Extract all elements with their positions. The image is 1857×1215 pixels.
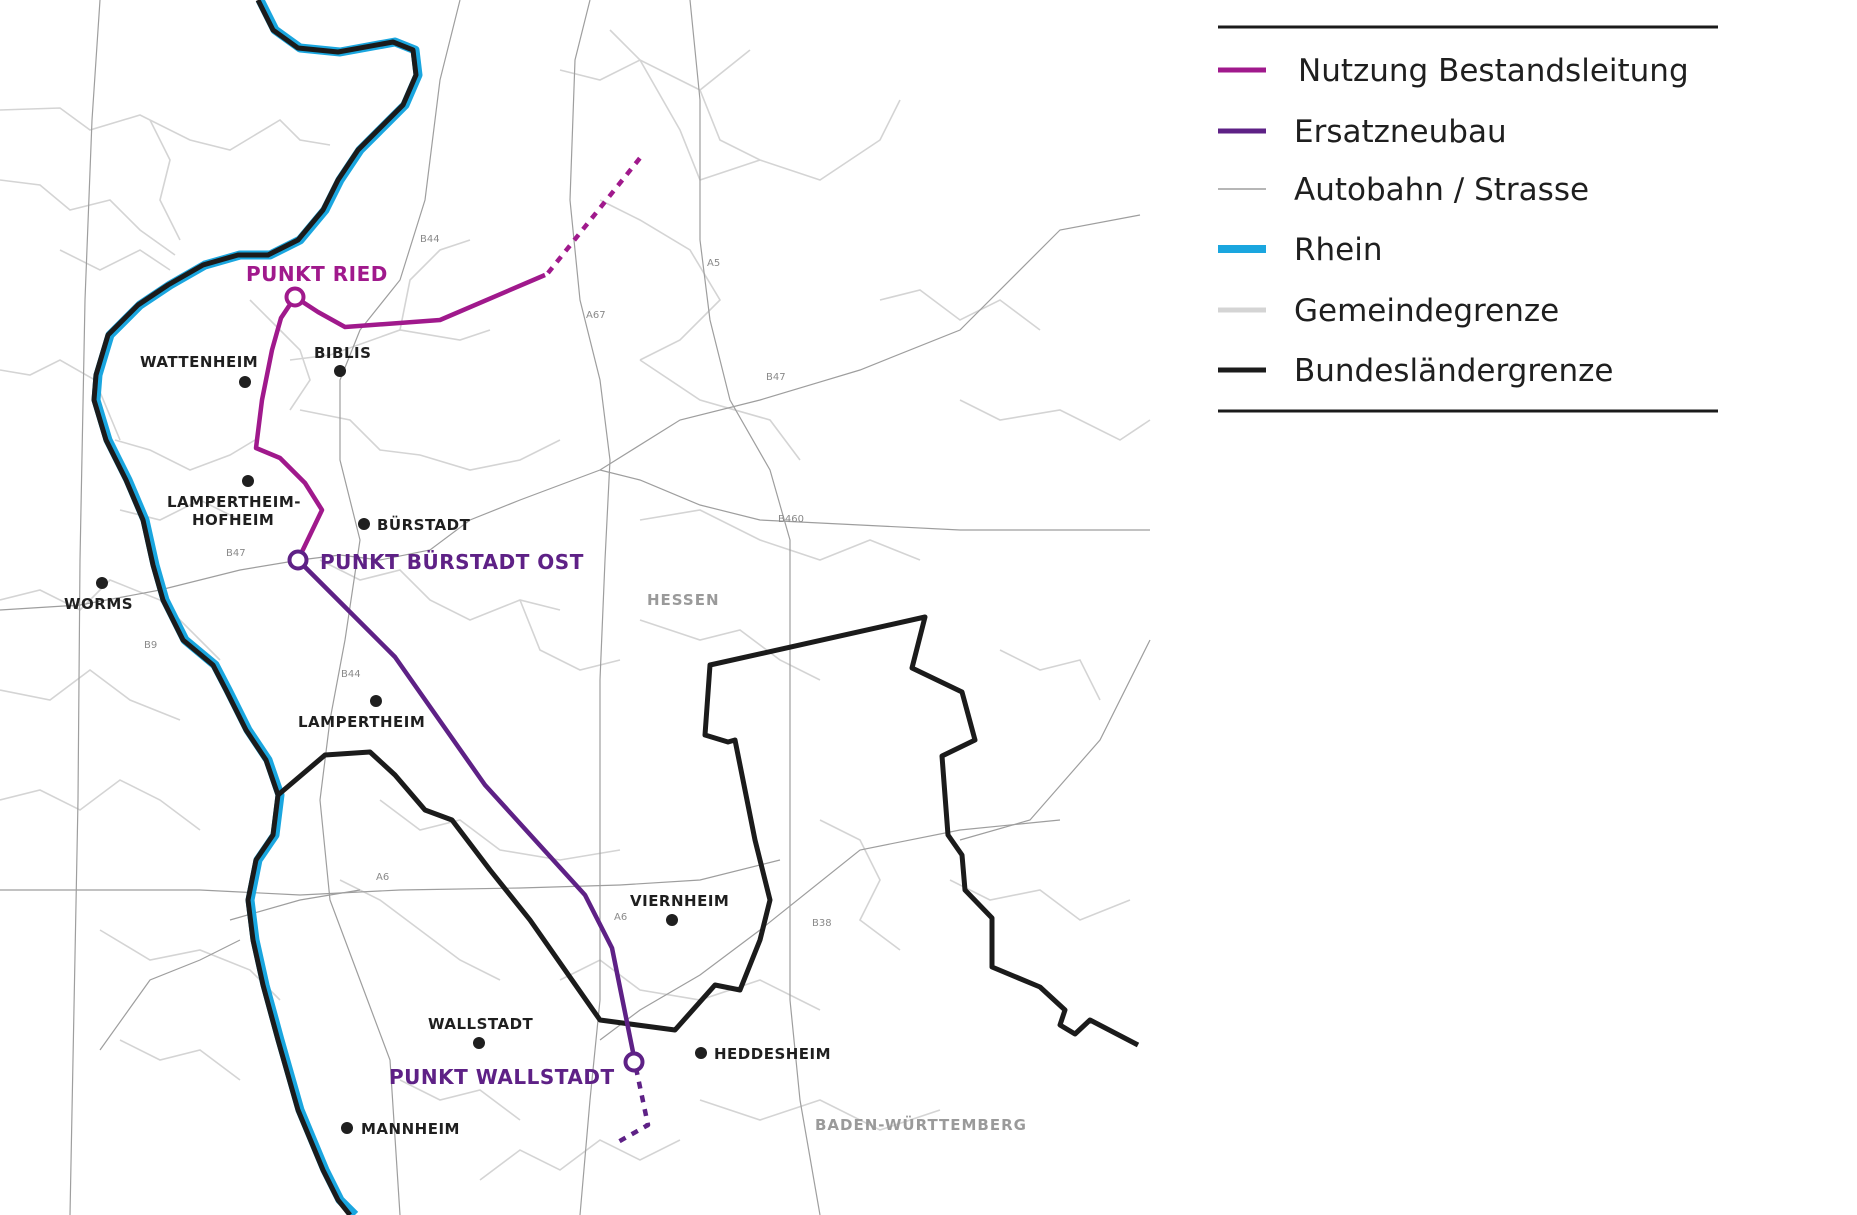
legend-label-road: Autobahn / Strasse [1294,172,1589,208]
legend-label-border: Bundesländergrenze [1294,353,1613,389]
road-label-a67: A67 [586,310,606,321]
punkt-ried-marker [284,286,306,308]
town-label-viernheim: VIERNHEIM [630,892,729,910]
town-label-mannheim: MANNHEIM [361,1120,460,1138]
town-label-wallstadt: WALLSTADT [428,1015,534,1033]
new-line-route [296,558,651,1144]
town-label-wattenheim: WATTENHEIM [140,353,258,371]
road-label-b44-top: B44 [420,234,440,245]
road-label-a6-left: A6 [376,872,389,883]
punkt-buerstadt-ost-label: PUNKT BÜRSTADT OST [320,550,584,574]
town-label-lampertheim: LAMPERTHEIM [298,713,425,731]
punkt-buerstadt-ost-marker [287,549,309,571]
road-label-a5: A5 [707,258,720,269]
town-label-lampertheim-hofheim-1: LAMPERTHEIM- [167,493,301,511]
town-label-worms: WORMS [64,595,133,613]
road-label-b47-left: B47 [226,548,246,559]
town-label-buerstadt: BÜRSTADT [377,515,471,534]
road-label-b460: B460 [778,514,804,525]
road-label-b44-mid: B44 [341,669,361,680]
municipal-borders [0,29,1151,1181]
legend: Nutzung Bestandsleitung Ersatzneubau Aut… [1218,25,1718,413]
road-label-a6-mid: A6 [614,912,627,923]
road-label-b9: B9 [144,640,157,651]
legend-label-gemeinde: Gemeindegrenze [1294,293,1559,329]
road-label-b38: B38 [812,918,832,929]
punkt-wallstadt-marker [623,1051,645,1073]
town-label-biblis: BIBLIS [314,344,371,362]
punkt-ried-label: PUNKT RIED [246,262,388,286]
town-label-heddesheim: HEDDESHEIM [714,1045,831,1063]
state-label-hessen: HESSEN [647,591,720,609]
existing-line-route [253,156,642,561]
legend-label-ersatzneubau: Ersatzneubau [1294,114,1507,150]
legend-label-rhein: Rhein [1294,232,1383,268]
legend-label-bestandsleitung: Nutzung Bestandsleitung [1298,53,1689,89]
town-label-lampertheim-hofheim-2: HOFHEIM [192,511,274,529]
state-borders [91,0,1140,1215]
punkt-wallstadt-label: PUNKT WALLSTADT [389,1065,615,1089]
town-dots [96,365,707,1134]
road-label-b47-right: B47 [766,372,786,383]
rhine-river [91,0,423,1215]
state-label-baden-wuerttemberg: BADEN-WÜRTTEMBERG [815,1115,1027,1134]
